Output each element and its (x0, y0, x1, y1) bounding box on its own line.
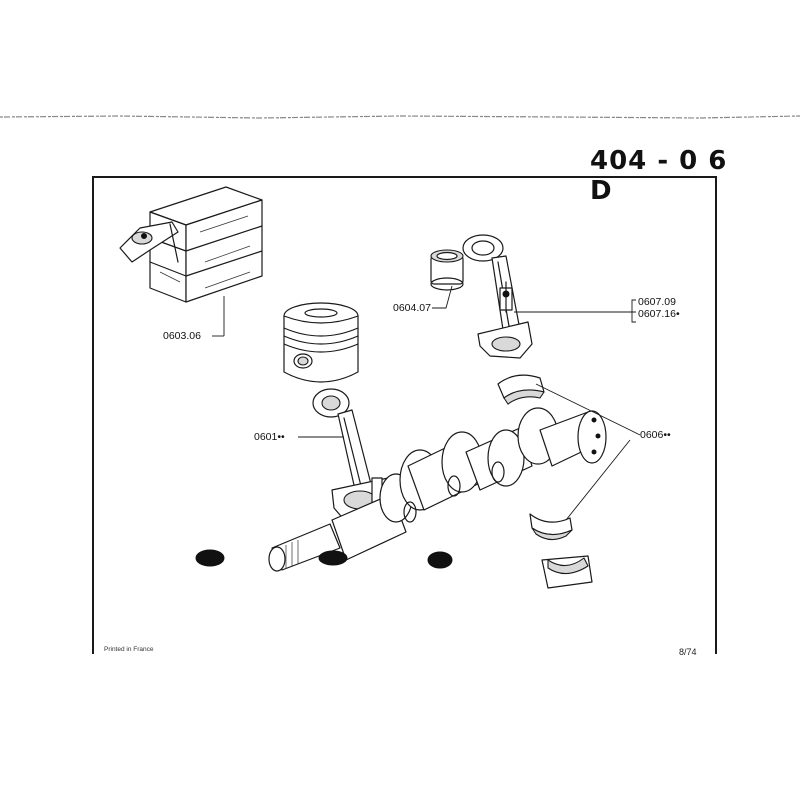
upper-connecting-rod-illustration (462, 234, 533, 359)
frame-right-border (715, 176, 717, 654)
part-number-small-end-bush: 0604.07 (393, 302, 431, 314)
part-number-bolt-b: 0607.16• (638, 308, 680, 320)
connecting-rod-illustration (312, 388, 395, 525)
ink-mark-2 (318, 550, 348, 566)
printed-in-note: Printed in France (104, 646, 154, 653)
page-number: 8/74 (679, 647, 697, 657)
frame-top-border (92, 176, 717, 178)
piston-illustration (283, 302, 359, 383)
part-number-bearing-shells: 0606•• (640, 429, 671, 441)
ink-mark-1 (195, 549, 225, 567)
ink-mark-3 (427, 551, 453, 569)
piston-ring-box-illustration (119, 186, 263, 303)
part-number-bolt-a: 0607.09 (638, 296, 676, 308)
bearing-shells-illustration (497, 374, 593, 589)
page-title: 404 - 0 6 D (590, 146, 728, 206)
part-number-conrod: 0601•• (254, 431, 285, 443)
scan-edge (0, 115, 800, 119)
frame-left-border (92, 176, 94, 654)
part-number-ring-box: 0603.06 (163, 330, 201, 342)
crankshaft-illustration (268, 407, 607, 572)
small-end-bush-illustration (430, 249, 464, 291)
